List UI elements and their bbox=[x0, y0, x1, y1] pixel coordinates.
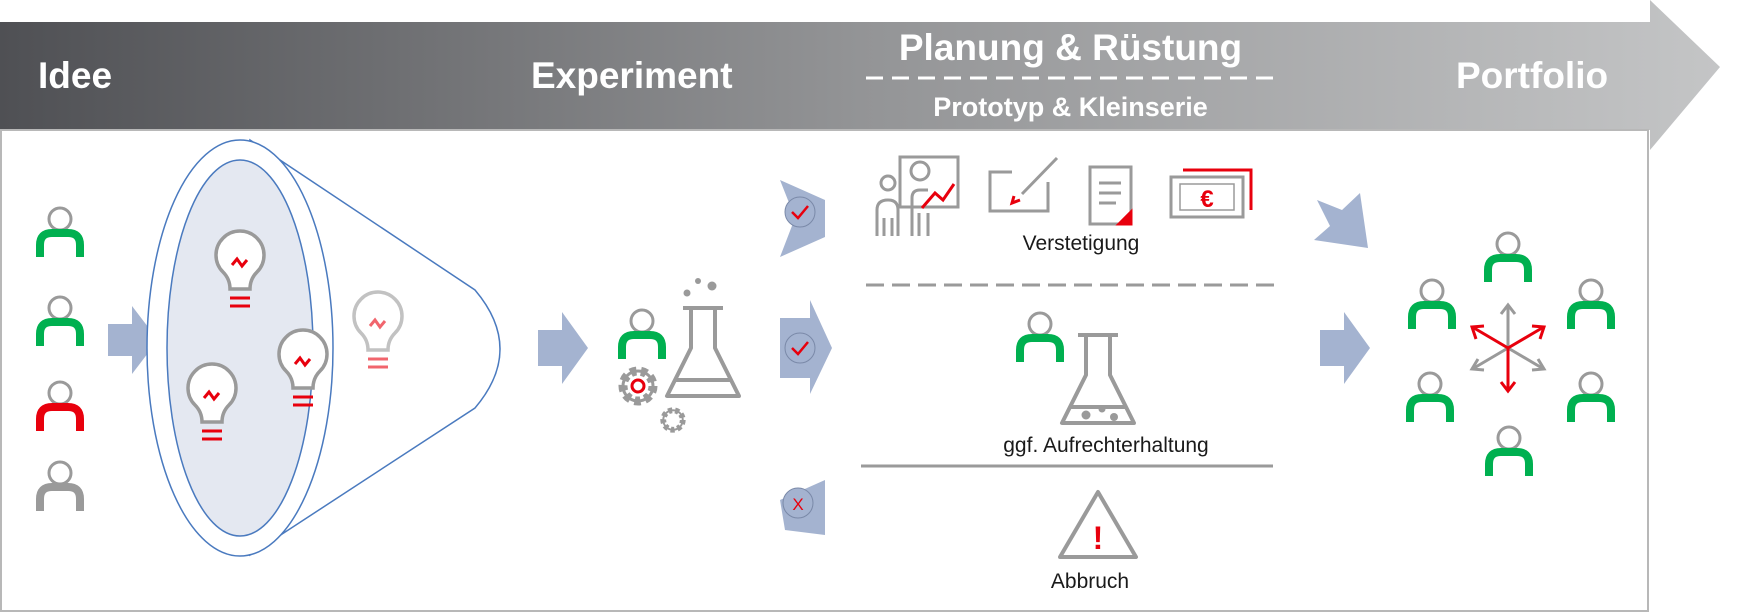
person-icon bbox=[1412, 280, 1452, 329]
abort-x-mark: X bbox=[792, 495, 803, 514]
stage-title-experiment: Experiment bbox=[531, 55, 733, 96]
block-arrow-icon bbox=[108, 306, 158, 374]
euro-symbol: € bbox=[1200, 186, 1213, 213]
money-icon: € bbox=[1169, 168, 1253, 219]
flask-icon bbox=[665, 306, 741, 398]
header-arrow-band bbox=[0, 0, 1720, 150]
presentation-icon bbox=[875, 155, 960, 236]
gear-icon bbox=[623, 371, 653, 401]
check-icon bbox=[791, 341, 809, 356]
stage-title-planung: Planung & Rüstung bbox=[898, 27, 1243, 68]
warning-icon: ! bbox=[1058, 490, 1138, 559]
person-icon bbox=[40, 462, 80, 511]
person-icon bbox=[1488, 233, 1528, 282]
stage-title-portfolio: Portfolio bbox=[1456, 55, 1609, 96]
idea-people-group bbox=[40, 208, 80, 511]
person-icon bbox=[1571, 280, 1611, 329]
block-arrow-icon bbox=[538, 312, 588, 384]
person-icon bbox=[40, 297, 80, 346]
flask-icon bbox=[1060, 333, 1136, 425]
person-icon bbox=[40, 208, 80, 257]
block-arrow-icon bbox=[1320, 312, 1370, 384]
outcome-arrow-abort: X bbox=[780, 480, 825, 535]
experiment-group bbox=[622, 278, 741, 430]
network-arrows-icon bbox=[1469, 302, 1547, 394]
check-icon bbox=[791, 205, 809, 220]
person-icon bbox=[40, 382, 80, 431]
document-icon bbox=[1088, 165, 1133, 226]
portfolio-group bbox=[1410, 233, 1611, 476]
stage-subtitle: Prototyp & Kleinserie bbox=[933, 92, 1208, 122]
outcome-arrow-maintain bbox=[780, 300, 832, 394]
person-icon bbox=[622, 310, 662, 359]
caption-aufrechterhaltung: ggf. Aufrechterhaltung bbox=[1003, 434, 1209, 457]
sign-document-icon bbox=[988, 156, 1059, 213]
gear-icon bbox=[663, 410, 683, 430]
warning-mark: ! bbox=[1093, 520, 1104, 556]
caption-verstetigung: Verstetigung bbox=[1022, 232, 1140, 255]
person-icon bbox=[1020, 313, 1060, 362]
person-icon bbox=[1410, 373, 1450, 422]
stage-title-idee: Idee bbox=[38, 55, 113, 96]
person-icon bbox=[1571, 373, 1611, 422]
outcome-arrow-continue bbox=[780, 180, 825, 257]
block-arrow-icon bbox=[1314, 193, 1368, 248]
caption-abbruch: Abbruch bbox=[1050, 570, 1130, 593]
content-frame bbox=[0, 129, 1649, 612]
person-icon bbox=[1489, 427, 1529, 476]
